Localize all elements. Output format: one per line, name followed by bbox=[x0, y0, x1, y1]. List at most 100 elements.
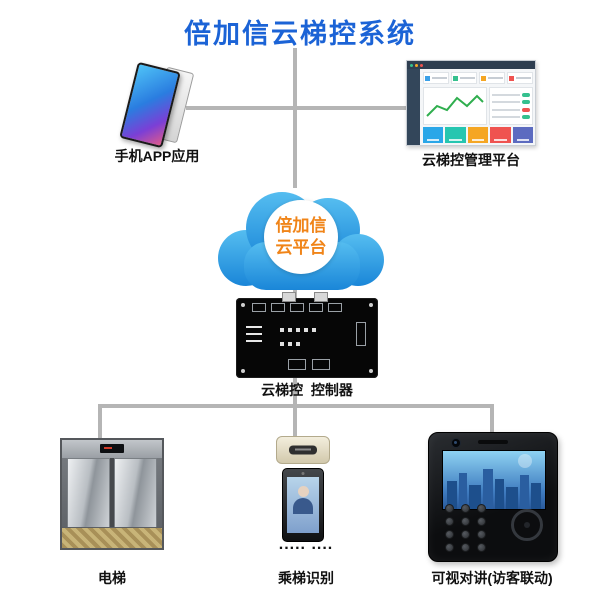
stat-icon-red bbox=[509, 75, 514, 81]
table-row bbox=[492, 100, 530, 105]
header-dot-orange bbox=[415, 63, 418, 67]
board-dip-row bbox=[280, 342, 300, 346]
keypad-key bbox=[477, 530, 486, 539]
table-row bbox=[492, 115, 530, 120]
recognition-dots: ..... .... bbox=[278, 536, 334, 553]
stat-chip bbox=[451, 72, 477, 84]
tile-line bbox=[471, 139, 485, 141]
dashboard-tile-teal bbox=[445, 127, 466, 143]
platform-label: 云梯控管理平台 bbox=[422, 152, 520, 168]
camera-dot-icon bbox=[301, 472, 305, 475]
floor-display-digits bbox=[104, 447, 112, 449]
connector-line-drop-elevator bbox=[98, 404, 102, 442]
board-dip bbox=[280, 342, 284, 346]
camera-lens-icon bbox=[451, 438, 461, 448]
connector-line-phone-to-platform bbox=[186, 106, 414, 110]
header-dot-red bbox=[420, 63, 423, 67]
keypad-key bbox=[477, 517, 486, 526]
dashboard-header-bar bbox=[407, 61, 535, 69]
board-connector bbox=[290, 303, 304, 312]
status-badge-green bbox=[522, 100, 530, 105]
intercom-screen bbox=[442, 450, 546, 510]
face-terminal-illustration bbox=[282, 468, 324, 542]
keypad-key bbox=[445, 517, 454, 526]
dashboard-chart bbox=[423, 87, 487, 125]
board-dip bbox=[280, 328, 284, 332]
diagram-title: 倍加信云梯控系统 bbox=[184, 19, 416, 49]
intercom-label: 可视对讲(访客联动) bbox=[431, 570, 553, 586]
controller-label: 云梯控 控制器 bbox=[261, 382, 353, 398]
keypad-key bbox=[445, 530, 454, 539]
stat-line bbox=[432, 77, 447, 79]
face-terminal-screen bbox=[287, 477, 319, 533]
status-badge-green bbox=[522, 92, 530, 97]
connector-line-drop-intercom bbox=[490, 404, 494, 436]
board-connector-row bbox=[252, 303, 342, 312]
table-row bbox=[492, 92, 530, 97]
controller-board-illustration bbox=[236, 292, 378, 378]
cloud-icon: 倍加信 云平台 bbox=[208, 180, 392, 292]
board-dip bbox=[296, 328, 300, 332]
board-chip bbox=[288, 359, 306, 370]
dashboard-table bbox=[489, 87, 533, 125]
board-dip bbox=[296, 342, 300, 346]
board-dip bbox=[288, 328, 292, 332]
dashboard-illustration bbox=[406, 60, 536, 146]
dashboard-main-area bbox=[423, 87, 533, 125]
row-line bbox=[492, 101, 520, 104]
board-dip bbox=[304, 328, 308, 332]
phone-illustration bbox=[112, 61, 204, 150]
board-connector bbox=[309, 303, 323, 312]
stat-chip bbox=[507, 72, 533, 84]
dashboard-tiles bbox=[423, 127, 534, 143]
board-terminal-block bbox=[282, 292, 296, 302]
elevator-frame-right bbox=[157, 458, 162, 528]
keypad-key bbox=[445, 504, 454, 513]
row-line bbox=[492, 93, 520, 96]
stat-icon-orange bbox=[481, 75, 486, 81]
board-dip bbox=[312, 328, 316, 332]
card-reader-slot bbox=[289, 445, 317, 455]
board-silkscreen-text bbox=[246, 340, 262, 342]
camera-lens-glint bbox=[454, 441, 457, 444]
elevator-door-left bbox=[67, 458, 110, 528]
keypad-key bbox=[461, 504, 470, 513]
elevator-label: 电梯 bbox=[98, 570, 126, 586]
screw-dot bbox=[369, 369, 373, 373]
intercom-keypad bbox=[445, 504, 489, 552]
tile-line bbox=[516, 139, 529, 141]
status-badge-green bbox=[522, 115, 530, 120]
table-row bbox=[492, 107, 530, 112]
stat-line bbox=[516, 77, 531, 79]
board-silkscreen-text bbox=[246, 326, 262, 328]
keypad-key bbox=[461, 517, 470, 526]
stat-chip bbox=[423, 72, 449, 84]
connector-line-title-to-cloud bbox=[293, 48, 297, 188]
card-reader-illustration bbox=[276, 436, 330, 464]
elevator-floor-carpet bbox=[62, 527, 162, 548]
header-dot-green bbox=[410, 63, 413, 67]
row-line bbox=[492, 116, 520, 119]
connector-line-drop-recognition bbox=[293, 404, 297, 438]
board-dip bbox=[288, 342, 292, 346]
dashboard-tile-blue bbox=[423, 127, 444, 143]
cloud-badge: 倍加信 云平台 bbox=[264, 200, 338, 274]
elevator-header-panel bbox=[62, 440, 162, 459]
floor-display bbox=[100, 444, 124, 453]
board-connector bbox=[328, 303, 342, 312]
cloud-text-line1: 倍加信 bbox=[275, 215, 327, 235]
intercom-illustration bbox=[428, 432, 558, 562]
stat-icon-blue bbox=[425, 75, 430, 81]
row-line bbox=[492, 108, 520, 111]
keypad-key bbox=[461, 530, 470, 539]
elevator-door-right bbox=[114, 458, 157, 528]
stat-line bbox=[460, 77, 475, 79]
keypad-key bbox=[477, 543, 486, 552]
dashboard-tile-orange bbox=[467, 127, 489, 143]
person-body bbox=[293, 498, 313, 514]
screw-dot bbox=[241, 303, 245, 307]
dashboard-sidebar bbox=[407, 69, 420, 145]
phone-label: 手机APP应用 bbox=[114, 148, 200, 164]
keypad-key bbox=[461, 543, 470, 552]
